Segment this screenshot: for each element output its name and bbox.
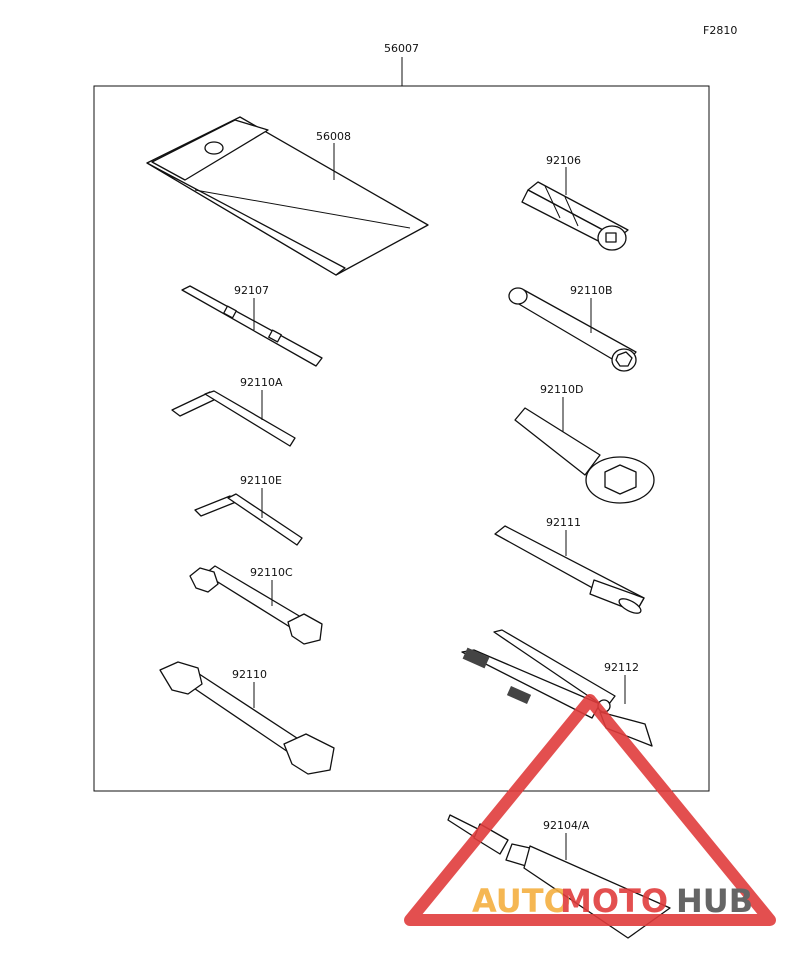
part-label-92110C: 92110C bbox=[250, 566, 293, 579]
hex-key-92110E bbox=[194, 493, 303, 546]
part-label-92110: 92110 bbox=[232, 668, 267, 681]
box-wrench-92110B bbox=[508, 287, 637, 372]
part-label-92110E: 92110E bbox=[240, 474, 282, 487]
part-label-92112: 92112 bbox=[604, 661, 639, 674]
part-label-92110B: 92110B bbox=[570, 284, 613, 297]
automotohub-watermark: AUTO MOTO HUB bbox=[404, 694, 776, 926]
hex-key-92110A bbox=[171, 390, 296, 447]
part-label-92110D: 92110D bbox=[540, 383, 583, 396]
part-label-92110A: 92110A bbox=[240, 376, 283, 389]
open-wrench-92110 bbox=[159, 661, 335, 775]
ring-wrench-92110D bbox=[514, 407, 655, 504]
watermark-triangle bbox=[404, 694, 776, 926]
figure-code: F2810 bbox=[703, 24, 737, 37]
part-label-56008: 56008 bbox=[316, 130, 351, 143]
part-label-92106: 92106 bbox=[546, 154, 581, 167]
screwdriver-92107 bbox=[181, 285, 323, 367]
tool-bag-56008 bbox=[146, 116, 429, 276]
socket-92106 bbox=[521, 181, 629, 251]
kit-part-number: 56007 bbox=[384, 42, 419, 55]
part-label-92111: 92111 bbox=[546, 516, 581, 529]
kit-frame bbox=[93, 85, 710, 792]
open-wrench-92110C bbox=[189, 565, 323, 645]
watermark-text-hub: HUB bbox=[676, 882, 753, 920]
part-label-92107: 92107 bbox=[234, 284, 269, 297]
watermark-text-moto: MOTO bbox=[560, 882, 668, 920]
extension-bar-92111 bbox=[494, 525, 645, 614]
pliers-92112 bbox=[461, 629, 653, 747]
watermark-text-auto: AUTO bbox=[472, 882, 571, 920]
part-label-92104A: 92104/A bbox=[543, 819, 590, 832]
